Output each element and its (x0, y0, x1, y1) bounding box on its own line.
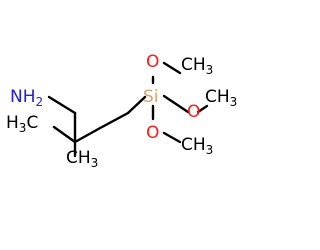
amine-label: NH2 (10, 87, 43, 109)
methyl-bottom-label: CH3 (181, 135, 213, 157)
bond-cq-c3 (73, 125, 104, 144)
amine-h-subscript: 2 (36, 95, 44, 109)
bond-o-bottom-methyl (162, 131, 182, 144)
methyl-bottom-ch: CH (181, 135, 206, 155)
bond-c4-si (126, 95, 147, 115)
methyl-left-subscript: 3 (19, 121, 27, 135)
methyl-right-subscript: 3 (230, 95, 238, 109)
methyl-bottom-subscript: 3 (206, 143, 214, 157)
methyl-top-label: CH3 (181, 55, 213, 77)
methyl-lower-subscript: 3 (91, 156, 99, 170)
methyl-left-h: H (6, 113, 19, 133)
bond-si-o-right (162, 94, 190, 114)
silicon-label: Si (143, 87, 159, 107)
bond-cq-methyl-left (52, 125, 77, 144)
methyl-left-c: C (26, 113, 38, 133)
amine-n: N (10, 87, 23, 107)
bond-n-c1 (47, 95, 77, 115)
methyl-top-subscript: 3 (206, 63, 214, 77)
molecule-structure: NH2 Si O O O CH3 CH3 CH3 H3C CH3 (6, 52, 237, 170)
oxygen-right-label: O (187, 102, 200, 122)
methyl-right-ch: CH (205, 87, 230, 107)
oxygen-bottom-label: O (146, 123, 159, 143)
oxygen-top-label: O (146, 52, 159, 72)
methyl-right-label: CH3 (205, 87, 237, 109)
methyl-left-label: H3C (6, 113, 38, 135)
bond-c3-c4 (100, 111, 130, 129)
methyl-top-ch: CH (181, 55, 206, 75)
bond-o-right-methyl (196, 104, 209, 114)
methyl-lower-ch: CH (66, 148, 91, 168)
methyl-lower-label: CH3 (66, 148, 98, 170)
amine-h: H (23, 87, 36, 107)
bond-o-top-methyl (162, 61, 182, 75)
